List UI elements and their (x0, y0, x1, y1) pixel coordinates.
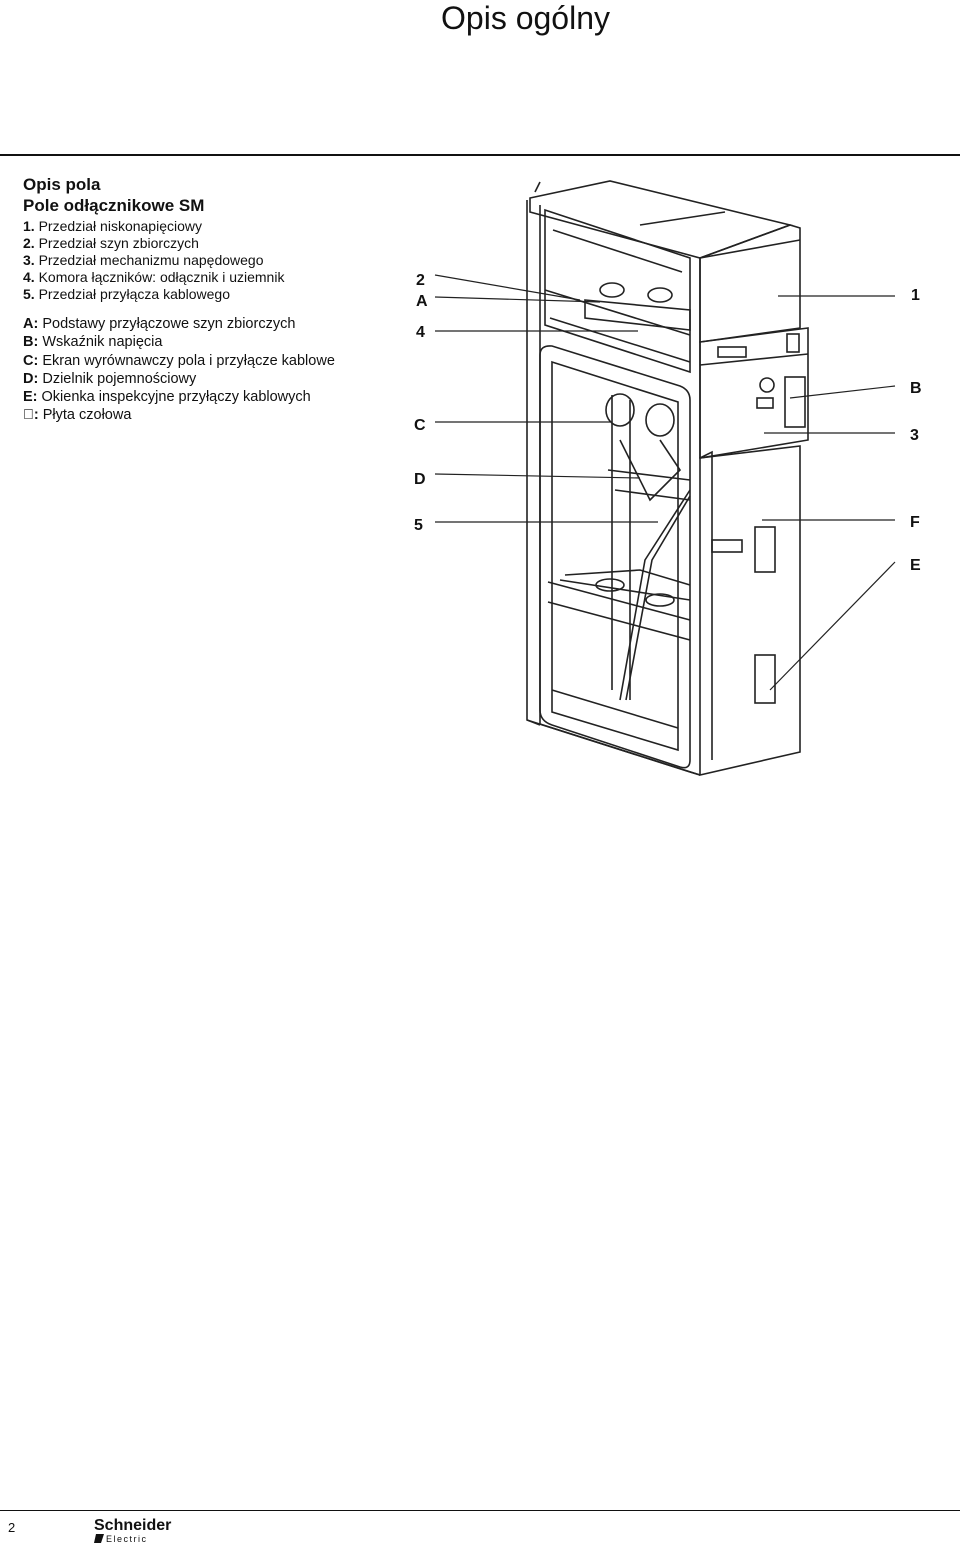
list-item: 2. Przedział szyn zbiorczych (23, 235, 403, 252)
item-number: 5. (23, 286, 35, 302)
legend-text: Dzielnik pojemnościowy (42, 370, 197, 387)
legend-key: : (23, 407, 39, 424)
legend-item: D: Dzielnik pojemnościowy (23, 370, 403, 388)
cubicle-outline (526, 180, 809, 777)
schneider-electric-logo: Schneider Electric (94, 1517, 171, 1544)
svg-text:Schneider: Schneider (94, 1517, 171, 1534)
item-number: 3. (23, 252, 35, 268)
legend-item: C: Ekran wyrównawczy pola i przyłącze ka… (23, 352, 403, 370)
item-text: Przedział mechanizmu napędowego (38, 252, 264, 268)
callout-3: 3 (910, 427, 919, 444)
callout-labels: 2 A 4 C D 5 1 B 3 F E (414, 272, 922, 574)
callout-5: 5 (414, 517, 423, 534)
legend-key: C: (23, 352, 39, 369)
section-heading: Opis pola (23, 175, 101, 194)
callout-f: F (910, 514, 920, 531)
callout-e: E (910, 557, 921, 574)
callout-2: 2 (416, 272, 425, 289)
legend-text: Ekran wyrównawczy pola i przyłącze kablo… (42, 352, 335, 369)
description-block: Opis pola Pole odłącznikowe SM 1. Przedz… (23, 174, 403, 439)
legend-text: Płyta czołowa (31, 407, 132, 424)
list-item: 4. Komora łączników: odłącznik i uziemni… (23, 269, 403, 286)
footer-divider (0, 1510, 960, 1511)
legend-text: Wskaźnik napięcia (42, 334, 163, 351)
legend-item: A: Podstawy przyłączowe szyn zbiorczych (23, 315, 403, 333)
legend-item: B: Wskaźnik napięcia (23, 333, 403, 351)
callout-a: A (416, 293, 428, 310)
list-item: 3. Przedział mechanizmu napędowego (23, 252, 403, 269)
legend-key: D: (23, 370, 39, 387)
header-divider (0, 154, 960, 156)
item-text: Komora łączników: odłącznik i uziemnik (38, 269, 285, 285)
callout-1: 1 (911, 287, 920, 304)
legend-text: Podstawy przyłączowe szyn zbiorczych (42, 316, 296, 332)
item-number: 2. (23, 235, 35, 251)
list-item: 5. Przedział przyłącza kablowego (23, 286, 403, 303)
callout-d: D (414, 471, 426, 488)
page-title: Opis ogólny (441, 0, 610, 36)
item-text: Przedział przyłącza kablowego (38, 286, 231, 302)
callout-4: 4 (416, 324, 425, 341)
legend-text: Okienka inspekcyjne przyłączy kablowych (41, 389, 311, 406)
page-number: 2 (8, 1520, 16, 1535)
legend-item: E: Okienka inspekcyjne przyłączy kablowy… (23, 388, 403, 406)
compartment-list: 1. Przedział niskonapięciowy 2. Przedzia… (23, 218, 403, 303)
callout-b: B (910, 380, 922, 397)
legend-key: B: (23, 334, 39, 351)
list-item: 1. Przedział niskonapięciowy (23, 218, 403, 235)
item-text: Przedział szyn zbiorczych (38, 235, 199, 251)
component-legend: A: Podstawy przyłączowe szyn zbiorczych … (23, 315, 403, 425)
callout-c: C (414, 417, 426, 434)
section-subheading: Pole odłącznikowe SM (23, 196, 205, 215)
legend-key: A: (23, 316, 39, 332)
item-number: 4. (23, 269, 35, 285)
svg-text:Electric: Electric (106, 1534, 148, 1544)
legend-key: E: (23, 389, 38, 406)
callout-leaders (434, 274, 896, 691)
item-text: Przedział niskonapięciowy (38, 218, 202, 234)
switchgear-cubicle-drawing: 2 A 4 C D 5 1 B 3 F E (414, 180, 922, 777)
legend-item: : Płyta czołowa (23, 406, 403, 424)
item-number: 1. (23, 218, 35, 234)
